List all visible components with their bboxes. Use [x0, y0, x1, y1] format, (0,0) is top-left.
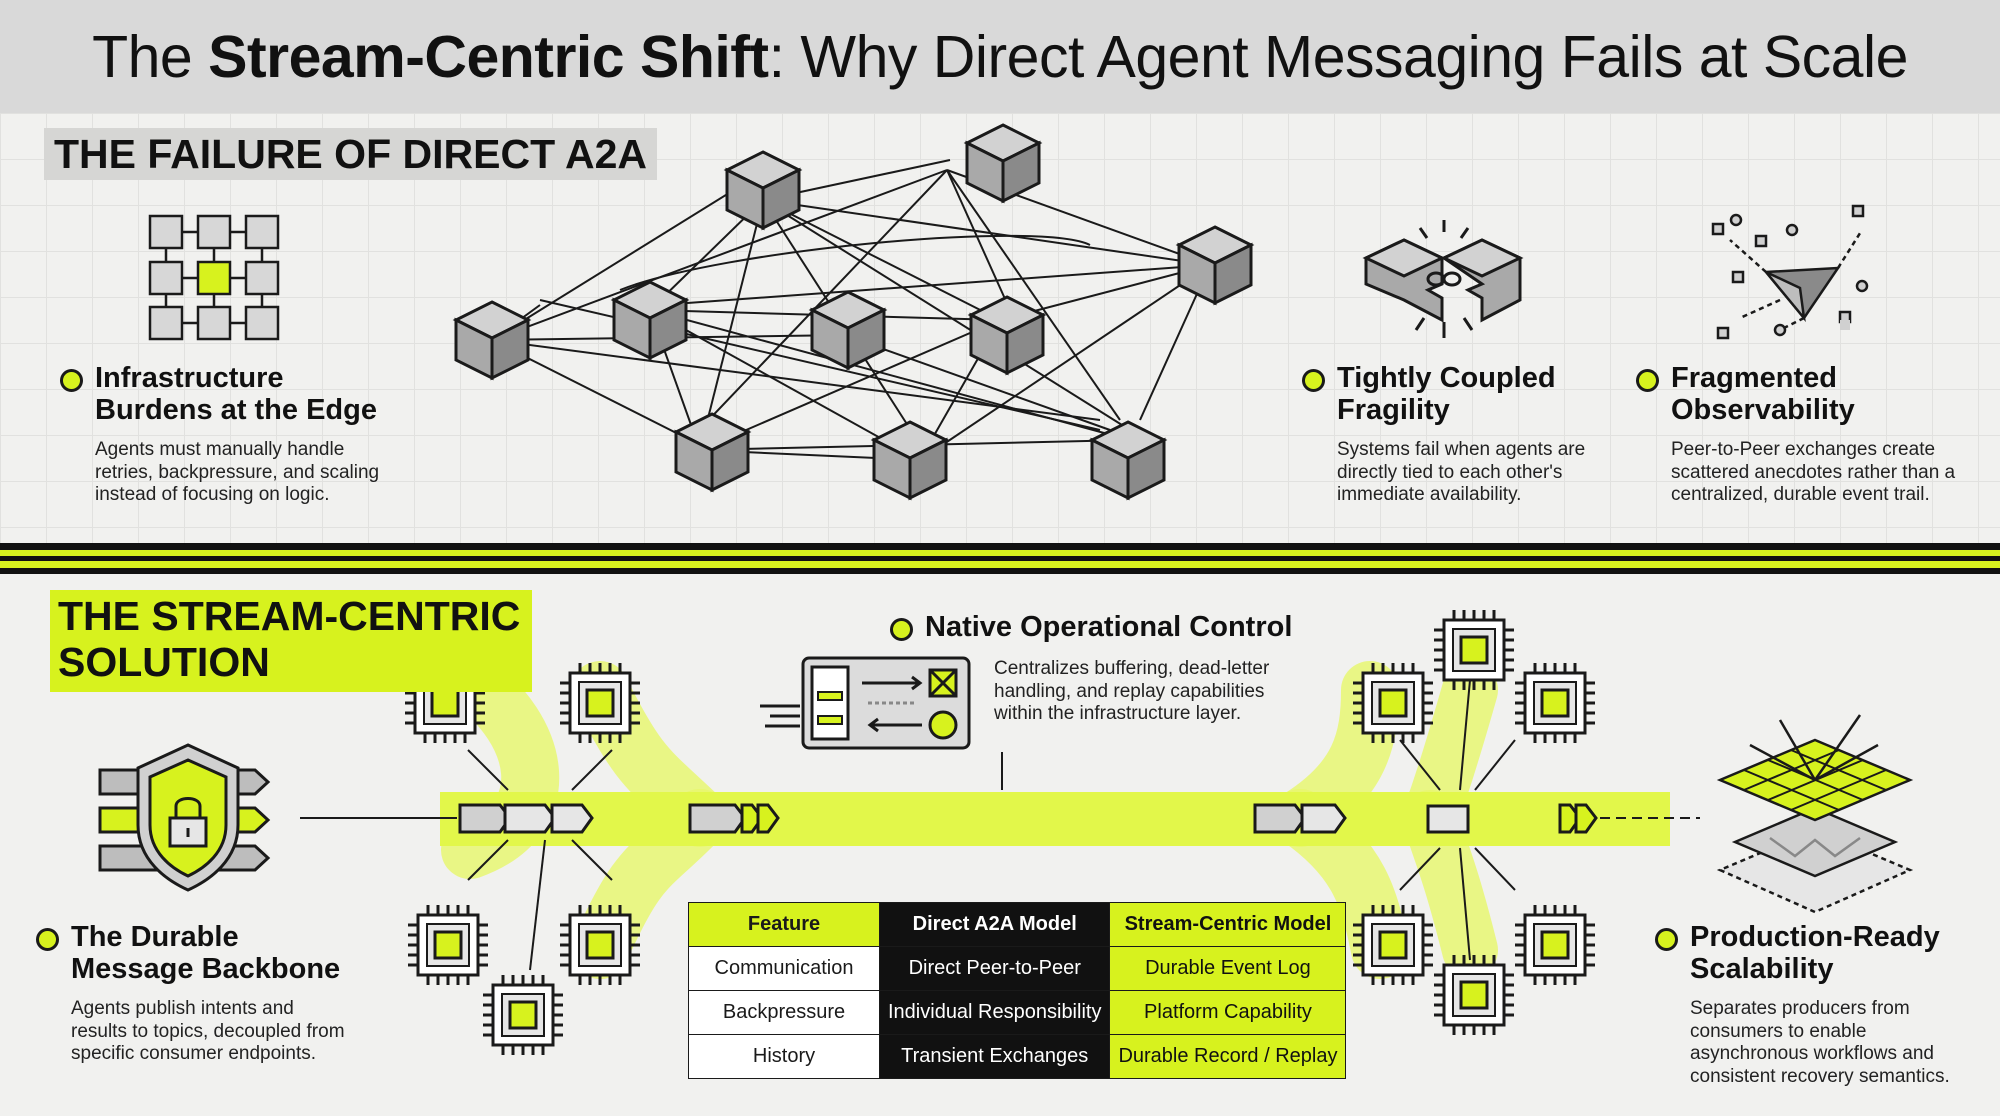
feature-title-line: Production-Ready	[1690, 921, 1940, 953]
feature-title-line: The Durable	[71, 921, 239, 953]
section-label-solution-line2: SOLUTION	[58, 638, 270, 685]
stream-backbone	[440, 792, 1670, 846]
table-header-cell: Direct A2A Model	[878, 902, 1111, 947]
comparison-table: Feature Direct A2A Model Stream-Centric …	[688, 902, 1347, 1079]
feature-desc-line: Agents must manually handle	[95, 438, 345, 460]
title-bar: The Stream-Centric Shift: Why Direct Age…	[0, 0, 2000, 113]
section-label-solution: THE STREAM-CENTRIC SOLUTION	[50, 590, 532, 692]
page-title: The Stream-Centric Shift: Why Direct Age…	[92, 23, 1908, 91]
feature-title-line: Burdens at the Edge	[95, 393, 377, 426]
feature-desc-line: instead of focusing on logic.	[95, 484, 330, 506]
section-label-solution-line1: THE STREAM-CENTRIC	[58, 593, 521, 639]
table-cell: Durable Event Log	[1109, 946, 1347, 991]
table-header-row: Feature Direct A2A Model Stream-Centric …	[688, 902, 1347, 947]
grid-node-icon	[148, 214, 280, 341]
feature-title-line: Scalability	[1690, 952, 1834, 985]
table-cell: Transient Exchanges	[878, 1034, 1111, 1079]
table-row: Backpressure Individual Responsibility P…	[688, 990, 1347, 1035]
bullet-dot-icon	[890, 618, 913, 641]
feature-desc-line: within the infrastructure layer.	[994, 703, 1242, 725]
feature-desc-line: Centralizes buffering, dead-letter	[994, 657, 1270, 679]
feature-desc-line: immediate availability.	[1337, 484, 1522, 506]
control-panel-icon	[760, 656, 971, 750]
feature-title: Native Operational Control	[925, 611, 1293, 643]
message-packets	[458, 803, 1598, 834]
section-label-failure: THE FAILURE OF DIRECT A2A	[44, 128, 657, 180]
feature-desc-line: Systems fail when agents are	[1337, 438, 1586, 460]
table-row: History Transient Exchanges Durable Reco…	[688, 1034, 1347, 1079]
table-cell: Platform Capability	[1109, 990, 1347, 1035]
section-divider	[0, 543, 2000, 575]
feature-title-line: Fragility	[1337, 393, 1450, 426]
bullet-dot-icon	[1302, 369, 1325, 392]
bullet-dot-icon	[36, 928, 59, 951]
feature-desc-line: consistent recovery semantics.	[1690, 1066, 1950, 1088]
feature-title-line: Observability	[1671, 393, 1855, 426]
scattered-nodes-icon	[1711, 204, 1869, 340]
feature-desc-line: Separates producers from	[1690, 997, 1910, 1019]
feature-title-line: Message Backbone	[71, 952, 341, 985]
feature-desc-line: specific consumer endpoints.	[71, 1043, 317, 1065]
bullet-dot-icon	[1636, 369, 1659, 392]
title-bold: Stream-Centric Shift	[208, 23, 769, 90]
table-cell: Durable Record / Replay	[1109, 1034, 1347, 1079]
feature-desc-line: directly tied to each other's	[1337, 461, 1563, 483]
feature-desc-line: handling, and replay capabilities	[994, 680, 1265, 702]
title-prefix: The	[92, 23, 209, 90]
feature-desc-line: results to topics, decoupled from	[71, 1020, 345, 1042]
feature-desc-line: asynchronous workflows and	[1690, 1043, 1934, 1065]
feature-title-line: Fragmented	[1671, 362, 1837, 394]
shield-lock-icon	[98, 743, 271, 892]
bullet-dot-icon	[60, 369, 83, 392]
title-suffix: : Why Direct Agent Messaging Fails at Sc…	[768, 23, 1909, 90]
table-cell: Communication	[688, 946, 880, 991]
feature-title-line: Infrastructure	[95, 362, 284, 394]
feature-title-line: Tightly Coupled	[1337, 362, 1556, 394]
feature-desc-line: scattered anecdotes rather than a	[1671, 461, 1956, 483]
bullet-dot-icon	[1655, 928, 1678, 951]
feature-native-operational-control: Native Operational Control Centralizes b…	[890, 611, 1293, 726]
table-header-cell: Feature	[688, 902, 880, 947]
feature-desc-line: centralized, durable event trail.	[1671, 484, 1930, 506]
feature-desc-line: consumers to enable	[1690, 1020, 1867, 1042]
feature-desc-line: Agents publish intents and	[71, 997, 294, 1019]
table-header-cell: Stream-Centric Model	[1109, 902, 1347, 947]
table-cell: History	[688, 1034, 880, 1079]
table-cell: Backpressure	[688, 990, 880, 1035]
feature-desc-line: retries, backpressure, and scaling	[95, 461, 380, 483]
broken-link-icon	[1362, 220, 1524, 338]
feature-desc-line: Peer-to-Peer exchanges create	[1671, 438, 1936, 460]
table-row: Communication Direct Peer-to-Peer Durabl…	[688, 946, 1347, 991]
table-cell: Direct Peer-to-Peer	[878, 946, 1111, 991]
table-cell: Individual Responsibility	[878, 990, 1111, 1035]
layered-grid-icon	[1716, 714, 1914, 914]
